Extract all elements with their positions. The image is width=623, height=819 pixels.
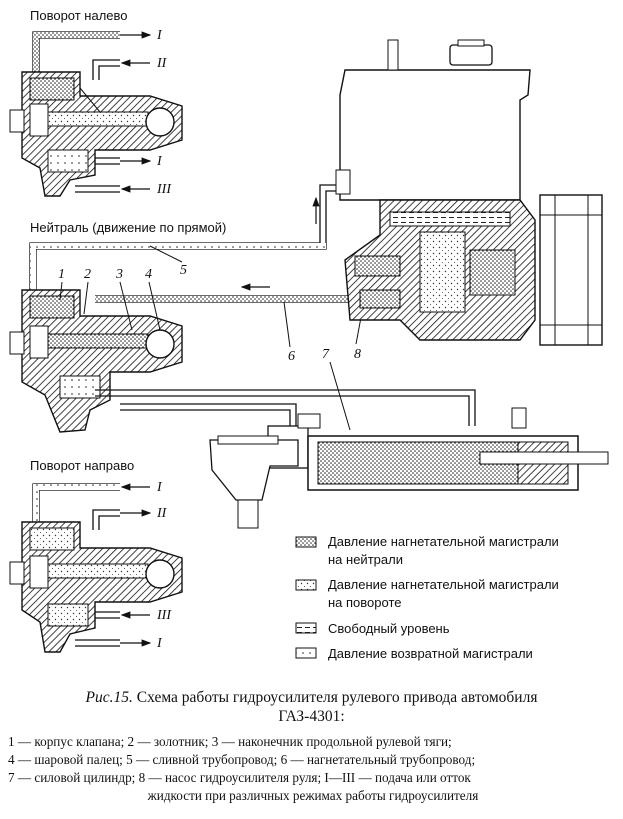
mode-label-neutral: Нейтраль (движение по прямой) — [30, 220, 226, 235]
caption-legend: 1 — корпус клапана; 2 — золотник; 3 — на… — [8, 733, 618, 805]
roman-label: II — [156, 506, 168, 521]
mode-label-left: Поворот налево — [30, 8, 128, 23]
part-number-2: 2 — [84, 267, 91, 282]
valve-neutral — [9, 289, 183, 433]
roman-label: III — [156, 608, 172, 623]
legend-text: Свободный уровень — [328, 621, 450, 636]
legend-text: Давление возвратной магистрали — [328, 646, 533, 661]
legend: Давление нагнетательной магистрали на не… — [295, 534, 559, 661]
caption-line: 4 — шаровой палец; 5 — сливной трубопров… — [8, 752, 476, 767]
part-number-5: 5 — [180, 263, 187, 278]
caption-title: Схема работы гидроусилителя рулевого при… — [136, 689, 538, 706]
legend-swatch-sparse — [295, 647, 317, 659]
figure-number: Рис.15. — [85, 689, 133, 706]
roman-label: I — [156, 636, 163, 651]
part-number-6: 6 — [288, 349, 295, 364]
part-number-3: 3 — [115, 267, 123, 282]
caption-line: 7 — силовой цилиндр; 8 — насос гидроусил… — [8, 770, 471, 785]
roman-label: III — [156, 182, 172, 197]
legend-swatch-dense — [295, 536, 317, 548]
mode-label-right: Поворот направо — [30, 458, 134, 473]
legend-text: Давление нагнетательной магистрали — [328, 534, 559, 549]
legend-swatch-light — [295, 579, 317, 591]
roman-label: I — [156, 480, 163, 495]
figure-caption: Рис.15. Схема работы гидроусилителя руле… — [10, 688, 613, 726]
roman-label: II — [156, 56, 168, 71]
caption-line: жидкости при различных режимах работы ги… — [147, 788, 479, 803]
legend-text: Давление нагнетательной магистрали — [328, 577, 559, 592]
part-number-4: 4 — [145, 267, 152, 282]
part-number-1: 1 — [58, 267, 65, 282]
caption-title-model: ГАЗ-4301: — [278, 708, 345, 725]
legend-text: на нейтрали — [328, 552, 403, 567]
power-cylinder-7 — [209, 407, 609, 529]
legend-swatch-dashes — [295, 622, 317, 634]
valve-left-turn — [9, 31, 183, 197]
part-number-7: 7 — [322, 347, 330, 362]
roman-label: I — [156, 28, 163, 43]
roman-label: I — [156, 154, 163, 169]
part-number-8: 8 — [354, 347, 361, 362]
caption-line: 1 — корпус клапана; 2 — золотник; 3 — на… — [8, 734, 452, 749]
valve-right-turn — [9, 483, 183, 653]
legend-text: на повороте — [328, 595, 402, 610]
pump-8 — [335, 39, 603, 346]
